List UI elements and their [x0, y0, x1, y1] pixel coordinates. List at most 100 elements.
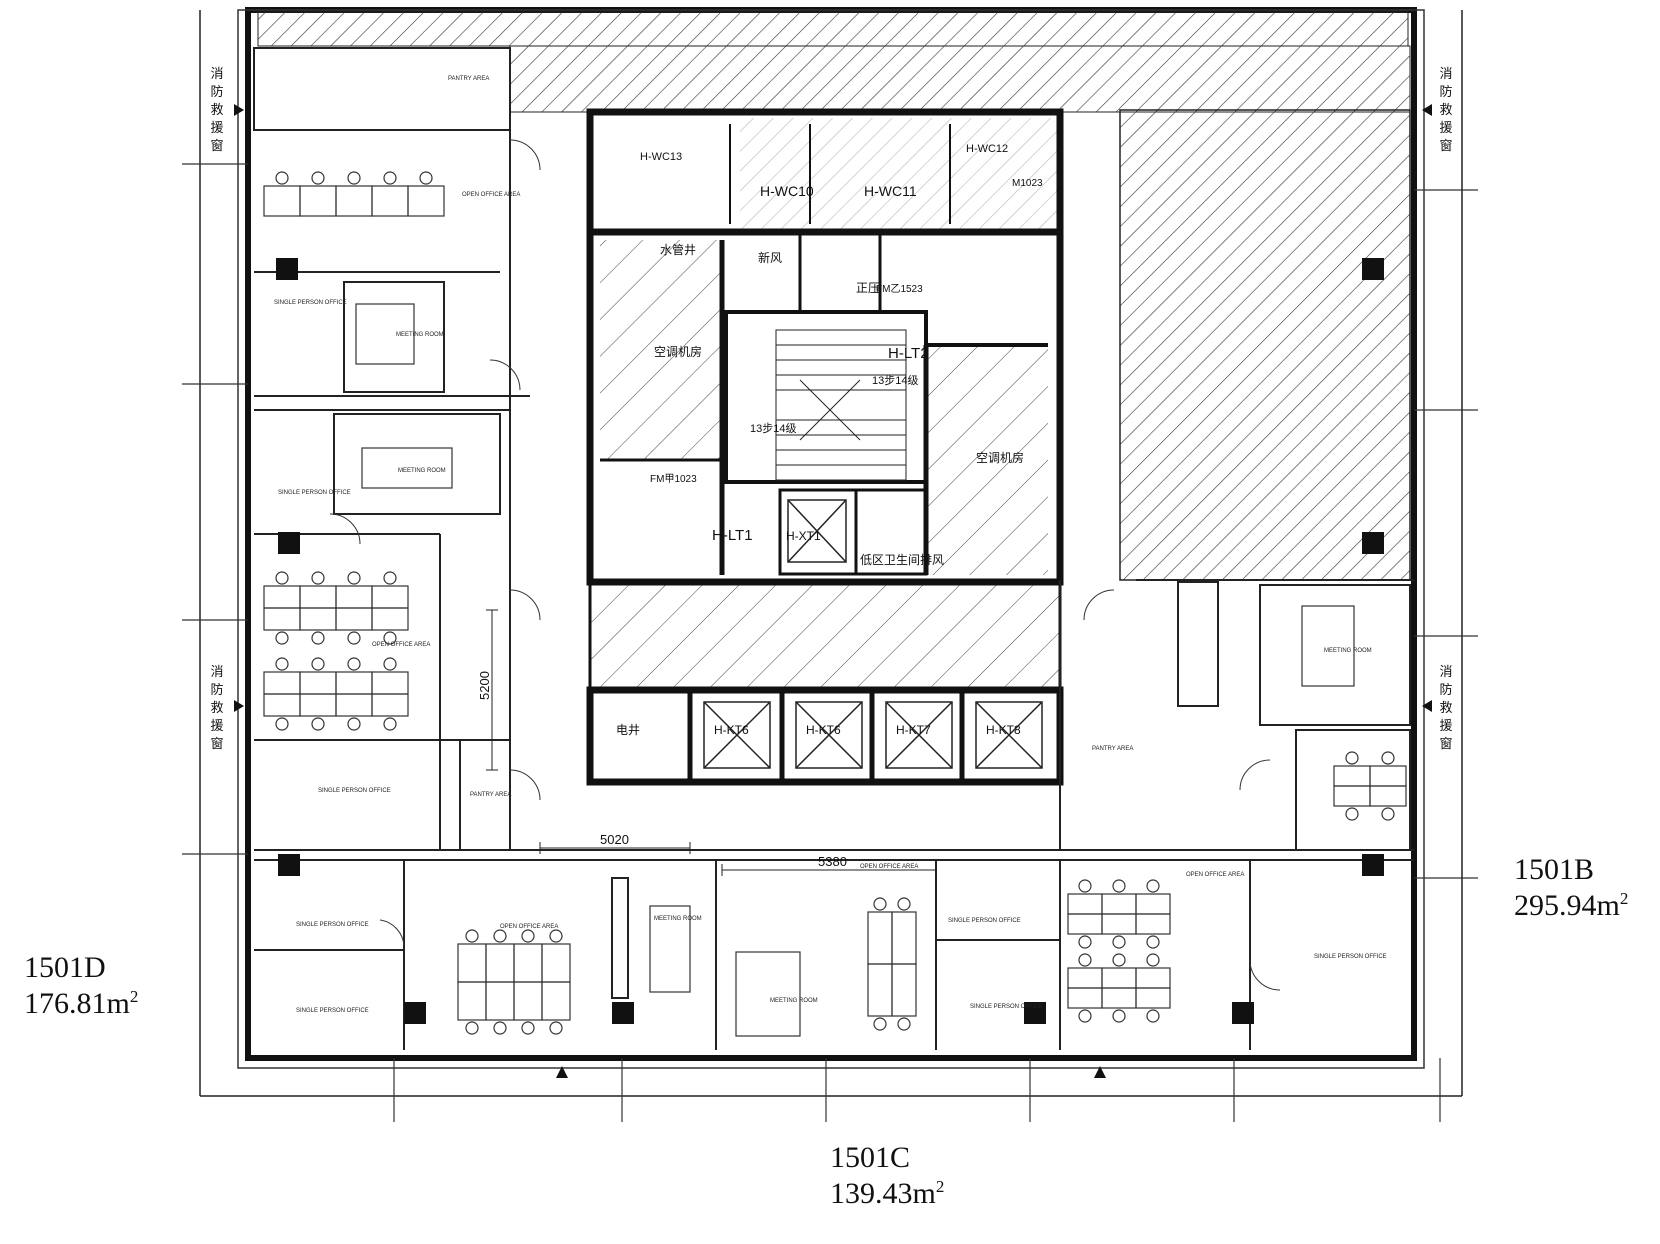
chair [275, 631, 289, 645]
chair [347, 631, 361, 645]
chair [419, 171, 433, 185]
workstation-desk [263, 185, 301, 217]
label-electric: 电井 [616, 723, 640, 737]
workstation-desk [1369, 785, 1407, 807]
unit-code: 1501C [830, 1141, 911, 1174]
chair [1078, 935, 1092, 949]
unit-code: 1501B [1514, 853, 1595, 886]
label-single-office-2: SINGLE PERSON OFFICE [278, 490, 351, 496]
label-single-office-7: SINGLE PERSON OFFICE [970, 1004, 1043, 1010]
dimension-lines: 5200 5020 5380 [477, 609, 937, 876]
unit-label-1501b: 1501B 295.94m2 [1514, 852, 1628, 924]
unit-area: 295.94m2 [1514, 888, 1628, 924]
workstation-desk [263, 607, 301, 631]
chair [1112, 1009, 1126, 1023]
chair [311, 631, 325, 645]
chair [383, 171, 397, 185]
meeting-table [649, 905, 691, 993]
label-stair-note-1: 13步14级 [872, 374, 918, 387]
chair [1078, 1009, 1092, 1023]
workstation-desk [335, 607, 373, 631]
chair [1146, 879, 1160, 893]
chair [275, 571, 289, 585]
workstation-desk [299, 185, 337, 217]
workstation-desk [335, 693, 373, 717]
fire-rescue-markers [234, 104, 1432, 1078]
label-wc10: H-WC10 [760, 183, 814, 199]
label-wc11: H-WC11 [864, 183, 917, 199]
label-lt1: H-LT1 [712, 527, 753, 544]
label-single-office-3: SINGLE PERSON OFFICE [318, 788, 391, 794]
doors [329, 139, 1281, 991]
chair [1112, 879, 1126, 893]
workstation-desk [867, 911, 893, 965]
chair [465, 929, 479, 943]
fire-rescue-labels: 消防救援窗 消防救援窗 消防救援窗 消防救援窗 [210, 66, 1452, 751]
chair [311, 657, 325, 671]
label-single-office-6: SINGLE PERSON OFFICE [948, 918, 1021, 924]
workstation-desk [485, 981, 515, 1021]
chair [1381, 751, 1395, 765]
label-fresh-air: 新风 [758, 250, 782, 265]
label-open-office-5: OPEN OFFICE AREA [1186, 872, 1244, 878]
chair [873, 1017, 887, 1031]
unit-code: 1501D [24, 951, 106, 984]
workstation-desk [299, 693, 337, 717]
chair [383, 571, 397, 585]
workstation-desk [1101, 913, 1137, 935]
workstation-desk [541, 943, 571, 983]
chair [383, 657, 397, 671]
workstation-desk [457, 943, 487, 983]
label-xt1: H-XT1 [786, 529, 821, 543]
chair [1078, 953, 1092, 967]
chair [1078, 879, 1092, 893]
stairs [775, 329, 907, 481]
workstation-desk [299, 607, 337, 631]
chair [275, 717, 289, 731]
label-machine-right: 空调机房 [976, 450, 1024, 465]
unit-area: 139.43m2 [830, 1176, 944, 1212]
label-single-office-4: SINGLE PERSON OFFICE [296, 922, 369, 928]
workstation-desk [263, 671, 301, 695]
chair [873, 897, 887, 911]
chair [1112, 935, 1126, 949]
structural-columns [276, 258, 1384, 1024]
workstation-desk [891, 963, 917, 1017]
label-open-office-1: OPEN OFFICE AREA [462, 192, 520, 198]
unit-area-exp: 2 [935, 1177, 945, 1196]
meeting-table [1301, 605, 1355, 687]
core-labels: H-WC10 H-WC11 H-WC13 H-WC12 H-LT2 H-LT1 … [616, 143, 1043, 737]
chair [897, 897, 911, 911]
label-meeting-4: MEETING ROOM [770, 998, 818, 1004]
dimension-5020: 5020 [600, 832, 629, 847]
unit-area-exp: 2 [1619, 889, 1629, 908]
chair [493, 1021, 507, 1035]
workstation-desk [263, 693, 301, 717]
meeting-table [735, 951, 801, 1037]
workstation-desk [541, 981, 571, 1021]
label-shaft: 水管井 [660, 242, 696, 257]
chair [347, 571, 361, 585]
workstation-desk [513, 981, 543, 1021]
workstation-desk [1135, 987, 1171, 1009]
label-meeting-3: MEETING ROOM [654, 916, 702, 922]
workstation-desk [1101, 967, 1137, 989]
chair [311, 571, 325, 585]
label-open-office-4: OPEN OFFICE AREA [860, 864, 918, 870]
workstation-desk [371, 693, 409, 717]
fire-rescue-label-left-top: 消防救援窗 [210, 66, 223, 153]
unit-label-1501c: 1501C 139.43m2 [830, 1140, 944, 1212]
label-kt-c: H-KT7 [896, 723, 931, 737]
workstation-desk [1333, 765, 1371, 787]
workstation-desk [407, 185, 445, 217]
meeting-table [361, 447, 453, 489]
label-meeting-5: MEETING ROOM [1324, 648, 1372, 654]
unit-label-1501d: 1501D 176.81m2 [24, 950, 138, 1022]
chair [1146, 953, 1160, 967]
chair [465, 1021, 479, 1035]
label-kt-b: H-KT6 [806, 723, 841, 737]
workstation-desk [335, 185, 373, 217]
chair [383, 631, 397, 645]
workstation-desk [371, 607, 409, 631]
